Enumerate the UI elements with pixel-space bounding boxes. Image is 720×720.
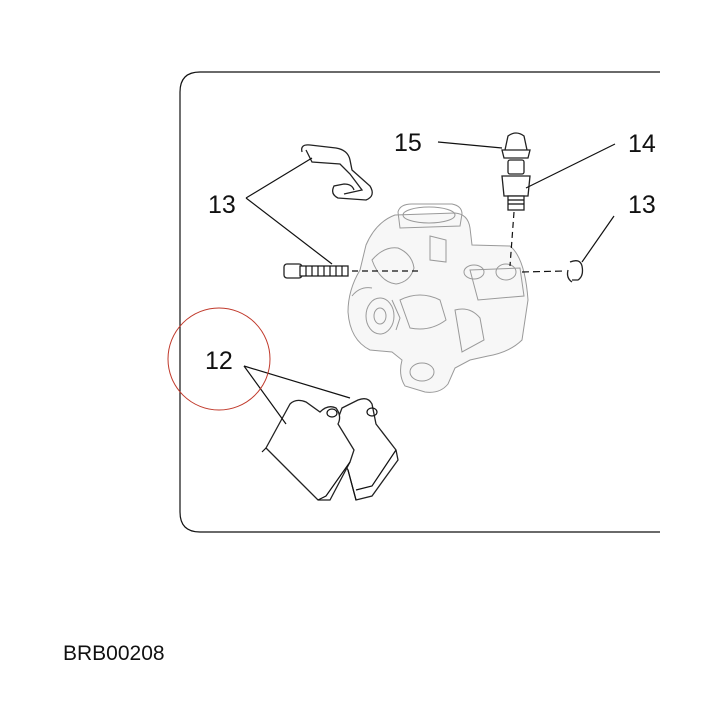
clip-axis-line [521,270,566,273]
leader-lines [243,141,616,425]
callout-15: 15 [394,129,422,157]
bleeder-axis-line [509,211,515,267]
diagram-frame [179,71,660,533]
callout-13-spring: 13 [208,191,236,219]
brake-pads [261,398,399,501]
brake-caliper-body [347,203,529,393]
figure-code: BRB00208 [63,642,165,665]
bleeder-cap [501,132,531,159]
callout-13-clip: 13 [628,191,656,219]
callout-12: 12 [205,347,233,375]
retaining-clip [566,260,584,283]
pad-retaining-spring [301,144,373,201]
callout-14: 14 [628,130,656,158]
pad-pin [283,263,349,279]
highlight-circle [167,307,271,411]
bleeder-valve [501,159,531,211]
